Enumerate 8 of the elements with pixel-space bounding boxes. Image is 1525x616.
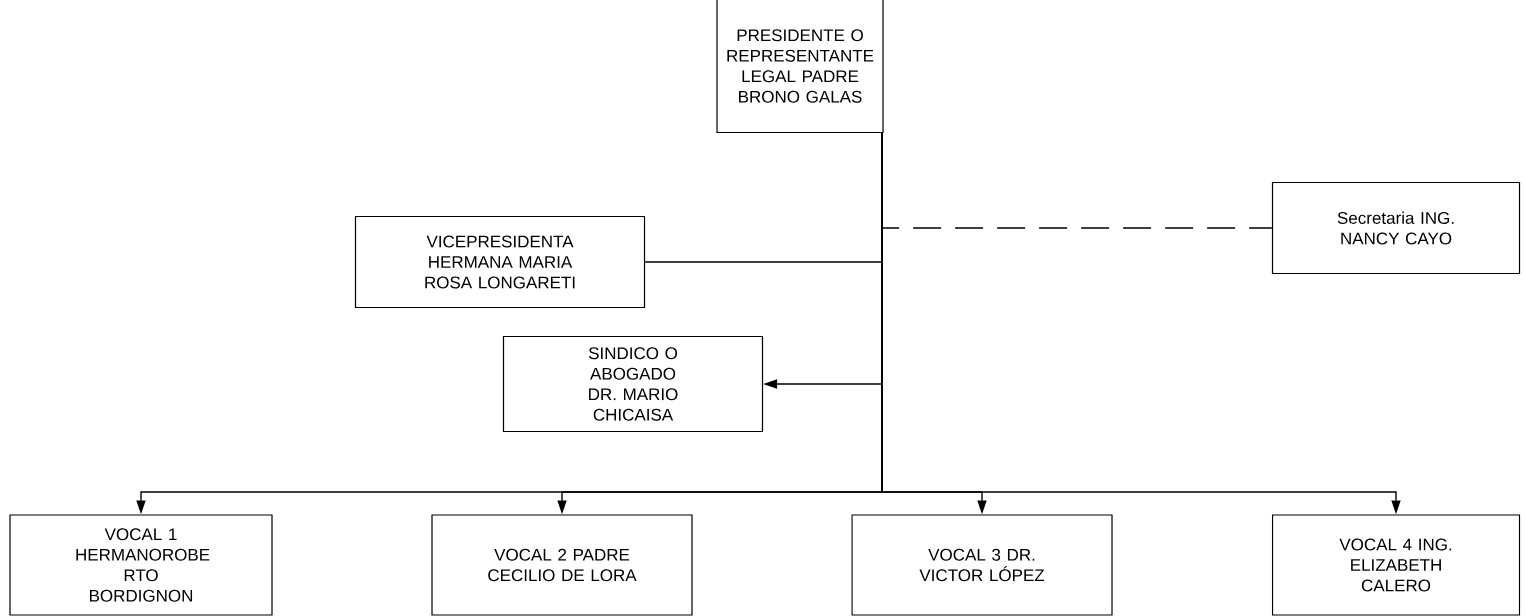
org-box: VICEPRESIDENTA HERMANA MARIA ROSA LONGARETI [354, 215, 646, 309]
org-box: VOCAL 1 HERMANOROBE RTO BORDIGNON [9, 514, 273, 616]
org-box: VOCAL 3 DR. VICTOR LÓPEZ [851, 514, 1113, 616]
org-box: PRESIDENTE O REPRESENTANTE LEGAL PADRE BRONO GALAS [716, 0, 884, 134]
org-box: SINDICO O ABOGADO DR. MARIO CHICAISA [502, 335, 764, 433]
org-box: VOCAL 4 ING. ELIZABETH CALERO [1271, 514, 1521, 616]
org-box: Secretaria ING. NANCY CAYO [1271, 181, 1521, 275]
org-box: VOCAL 2 PADRE CECILIO DE LORA [431, 514, 693, 616]
